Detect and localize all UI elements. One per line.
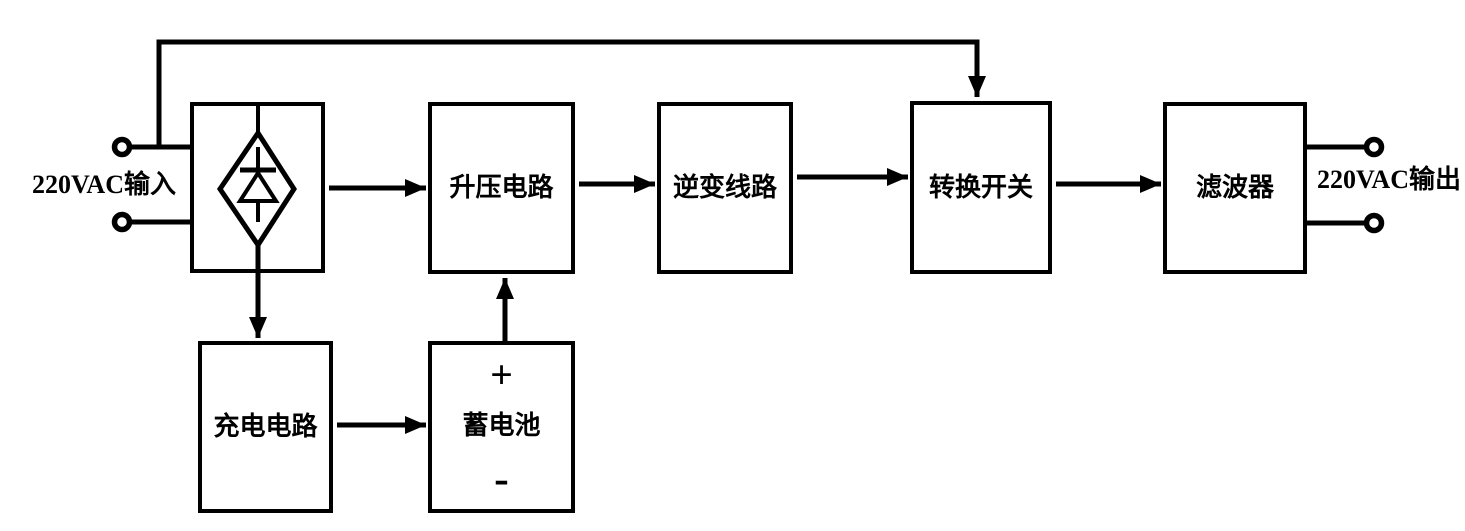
block-transfer-switch: 转换开关 — [910, 101, 1052, 274]
battery-plus-sign: + — [490, 352, 513, 397]
battery-minus-sign: - — [494, 454, 509, 503]
block-battery: + 蓄电池 - — [428, 341, 575, 513]
input-terminal-bottom — [111, 211, 133, 233]
input-terminal-label: 220VAC输入 — [32, 170, 176, 199]
block-boost-label: 升压电路 — [449, 173, 554, 202]
output-terminal-top — [1363, 136, 1385, 158]
block-boost: 升压电路 — [428, 102, 575, 274]
block-inverter-label: 逆变线路 — [672, 173, 777, 202]
block-charger-label: 充电电路 — [213, 412, 318, 441]
block-transfer-switch-label: 转换开关 — [928, 172, 1033, 202]
block-filter: 滤波器 — [1163, 102, 1307, 274]
block-rectifier — [190, 102, 325, 273]
input-terminal-top — [111, 136, 133, 158]
rectifier-diamond — [216, 128, 297, 250]
block-charger: 充电电路 — [198, 341, 333, 513]
block-filter-label: 滤波器 — [1195, 173, 1274, 202]
block-battery-label: 蓄电池 — [462, 411, 541, 440]
output-terminal-bottom — [1363, 212, 1385, 234]
bypass-line-arrow — [156, 39, 986, 147]
block-inverter: 逆变线路 — [657, 102, 793, 274]
output-terminal-label: 220VAC输出 — [1317, 165, 1461, 194]
